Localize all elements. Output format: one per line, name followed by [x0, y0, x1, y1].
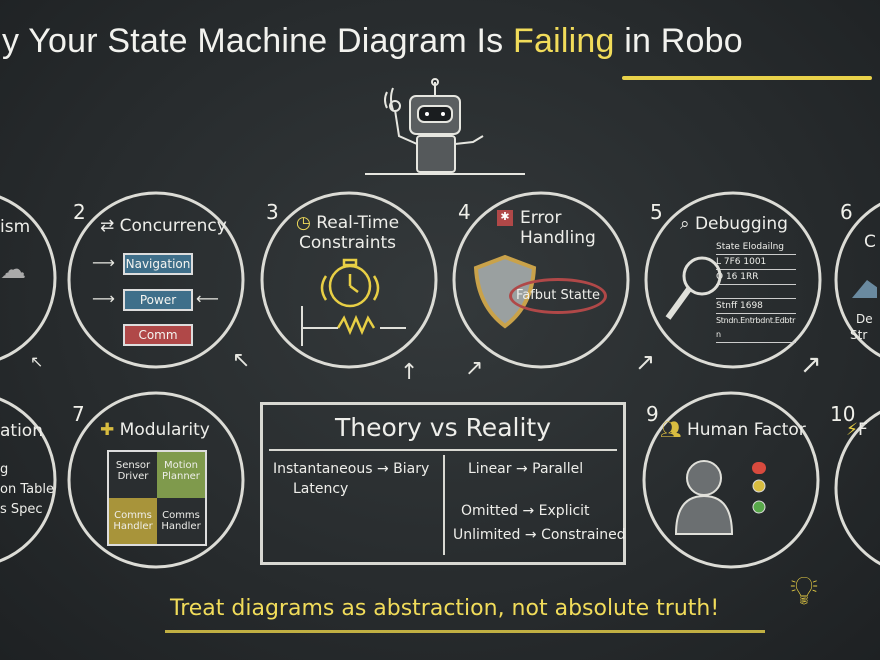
theory-sub: Latency [293, 481, 349, 497]
item-10-number: 10 [830, 402, 856, 426]
puzzle-piece: Sensor Driver [109, 452, 157, 498]
item-6-number: 6 [840, 200, 853, 224]
item-5-number: 5 [650, 200, 663, 224]
magnifying-glass-icon [665, 256, 722, 320]
item-10-title: ⚡︎F [846, 420, 868, 440]
item-4-number: 4 [458, 200, 471, 224]
circle-concurrency[interactable] [67, 191, 245, 369]
theory-row: Omitted → Explicit [461, 503, 590, 519]
arrow-icon: ⟵ [196, 289, 219, 308]
item-9-number: 9 [646, 402, 659, 426]
connector-arrow: ↖ [232, 348, 251, 373]
log-line: Stndn.Entrbdnt.Edbtrn [716, 314, 796, 343]
connector-arrow: ↗ [635, 348, 656, 376]
puzzle-icon: ✚ [100, 420, 120, 440]
puzzle-piece: Motion Planner [157, 452, 205, 498]
footer-underline [165, 630, 765, 633]
theory-row: Unlimited → Constrained [453, 527, 626, 543]
robot-icon [365, 78, 525, 175]
error-handling-title: Error Handling [520, 208, 596, 248]
arrow-icon: ⟶ [92, 289, 115, 308]
puzzle-piece: Comms Handler [109, 498, 157, 544]
connector-arrow: ↑ [400, 360, 419, 385]
page-title: y Your State Machine Diagram Is Failing … [2, 22, 743, 60]
connector-arrow: ↗ [465, 356, 484, 381]
real-time-title: ◷ Real-Time Constraints [296, 213, 400, 253]
circle-error-handling[interactable] [452, 191, 630, 369]
puzzle-piece: Comms Handler [157, 498, 205, 544]
circle-item-8 [0, 397, 57, 563]
item-3-number: 3 [266, 200, 279, 224]
item-8-title: ation [0, 421, 43, 441]
log-line: Stnff 1698 [716, 299, 796, 314]
stopwatch-icon [301, 258, 406, 346]
clock-icon: ◷ [296, 213, 317, 233]
connector-arrow: ↗ [800, 350, 822, 380]
arrow-icon: ⟶ [92, 253, 115, 272]
footer-message: Treat diagrams as abstraction, not absol… [170, 596, 720, 621]
modularity-title: ✚ Modularity [100, 420, 210, 440]
magnifier-icon: ⌕ [680, 214, 695, 234]
theory-row: Linear → Parallel [468, 461, 584, 477]
item-6-line: De [856, 312, 873, 326]
log-line: L 7F6 1001 [716, 255, 796, 270]
divider [443, 455, 445, 555]
people-icon: 👥︎ [660, 420, 687, 440]
error-icon: ✱ [497, 210, 513, 226]
debugging-title: ⌕ Debugging [680, 214, 788, 234]
concurrency-title: ⇄ Concurrency [100, 216, 227, 236]
person-icon [674, 460, 766, 535]
log-line: O 16 1RR [716, 270, 796, 285]
item-2-number: 2 [73, 200, 86, 224]
box-power: Power [123, 289, 193, 311]
item-6-line: Str [850, 328, 868, 342]
divider [269, 449, 617, 451]
item-6-title: C [864, 232, 876, 252]
theory-row: Instantaneous → Biary [273, 461, 430, 477]
item-1-title: ism [0, 217, 31, 237]
circle-modularity[interactable] [67, 391, 245, 569]
box-comm: Comm [123, 324, 193, 346]
log-lines: State Elodailng L 7F6 1001 O 16 1RR Stnf… [716, 240, 796, 343]
human-factor-title: 👥︎ Human Factor [660, 420, 806, 440]
item-7-number: 7 [72, 402, 85, 426]
circle-item-10 [834, 410, 880, 566]
circle-human-factor[interactable] [642, 391, 820, 569]
lightning-icon: ⚡︎ [846, 420, 858, 440]
circle-item-1 [0, 195, 57, 361]
circle-real-time[interactable] [260, 191, 438, 369]
box-navigation: Navigation [123, 253, 193, 275]
circle-item-6 [834, 202, 880, 358]
log-line: State Elodailng [716, 240, 796, 255]
theory-title: Theory vs Reality [334, 413, 551, 442]
puzzle-grid: Sensor Driver Motion Planner Comms Handl… [107, 450, 207, 546]
title-underline [622, 76, 872, 80]
cloud-icon: ☁ [0, 255, 26, 285]
connector-arrow: ↖ [30, 352, 44, 371]
theory-vs-reality-box: Theory vs Reality Instantaneous → Biary … [260, 402, 626, 565]
lightbulb-icon: 💡︎ [790, 568, 818, 614]
circle-debugging[interactable] [644, 191, 822, 369]
traffic-light-icon [752, 462, 766, 514]
failsafe-state-label: Fafbut Statte [509, 278, 607, 314]
sync-arrows-icon: ⇄ [100, 216, 120, 236]
